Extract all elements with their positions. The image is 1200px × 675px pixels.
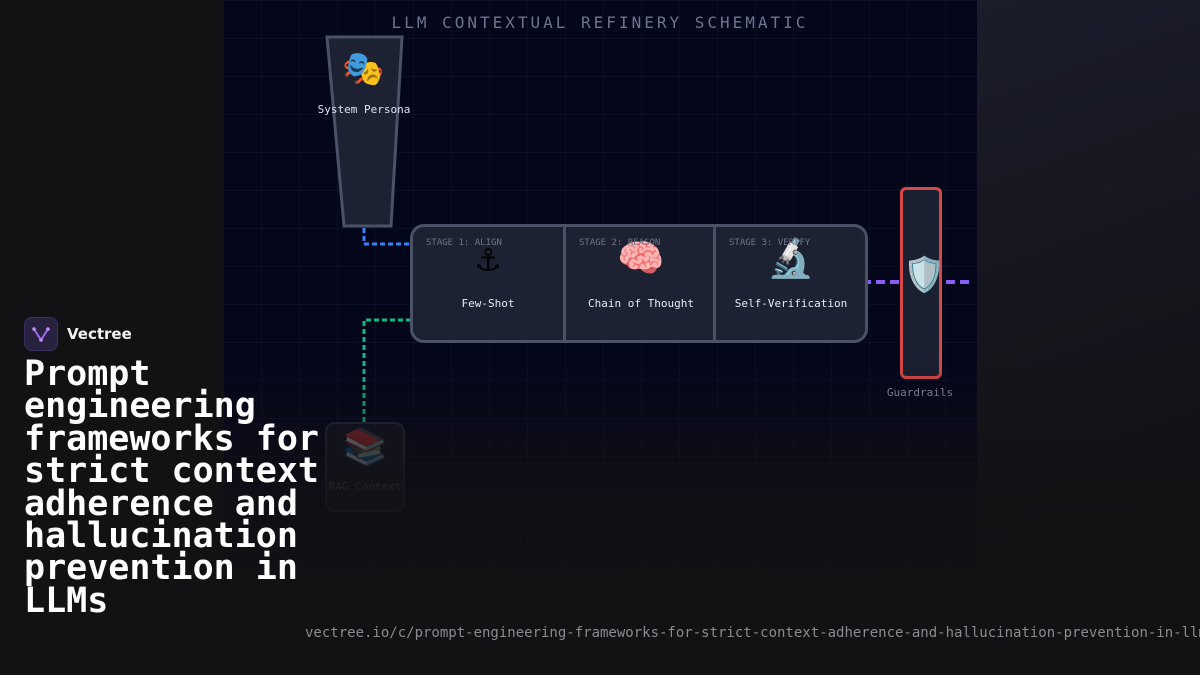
books-icon: 📚	[342, 427, 388, 468]
guardrails-node: 🛡️	[900, 187, 946, 379]
brain-icon: 🧠	[617, 236, 665, 280]
schematic-title: LLM CONTEXTUAL REFINERY SCHEMATIC	[391, 13, 809, 32]
microscope-icon: 🔬	[767, 236, 815, 280]
persona-label: System Persona	[317, 103, 411, 116]
stage-self-verification: 🔬 STAGE 3: VERIFY Self-Verification	[713, 227, 865, 340]
persona-funnel-shape	[325, 35, 404, 228]
page-url[interactable]: vectree.io/c/prompt-engineering-framewor…	[305, 625, 1200, 641]
rag-context-node: 📚 RAG Context	[325, 422, 405, 512]
performing-arts-icon: 🎭	[342, 49, 385, 89]
rag-label: RAG Context	[328, 480, 402, 493]
pipeline-stages: ⚓ STAGE 1: ALIGN Few-Shot 🧠 STAGE 2: REA…	[410, 224, 868, 343]
system-persona-node: 🎭 System Persona	[317, 34, 411, 230]
stage-chain-of-thought: 🧠 STAGE 2: REASON Chain of Thought	[563, 227, 716, 340]
stage-tag: STAGE 2: REASON	[579, 238, 661, 248]
stage-label: Few-Shot	[461, 297, 515, 310]
page-title: Prompt engineering frameworks for strict…	[24, 354, 320, 621]
persona-wire	[362, 132, 410, 246]
rag-wire	[362, 318, 410, 422]
stage-label: Chain of Thought	[588, 297, 694, 310]
guardrails-label: Guardrails	[886, 386, 954, 399]
stage-tag: STAGE 3: VERIFY	[729, 238, 811, 248]
stage-label: Self-Verification	[734, 297, 848, 310]
brand[interactable]: Vectree	[24, 317, 132, 351]
brand-name: Vectree	[67, 325, 132, 343]
anchor-icon: ⚓	[476, 236, 500, 280]
vectree-logo-icon	[24, 317, 58, 351]
stage-few-shot: ⚓ STAGE 1: ALIGN Few-Shot	[413, 227, 563, 340]
shield-icon: 🛡️	[903, 255, 946, 295]
stage-tag: STAGE 1: ALIGN	[426, 238, 502, 248]
